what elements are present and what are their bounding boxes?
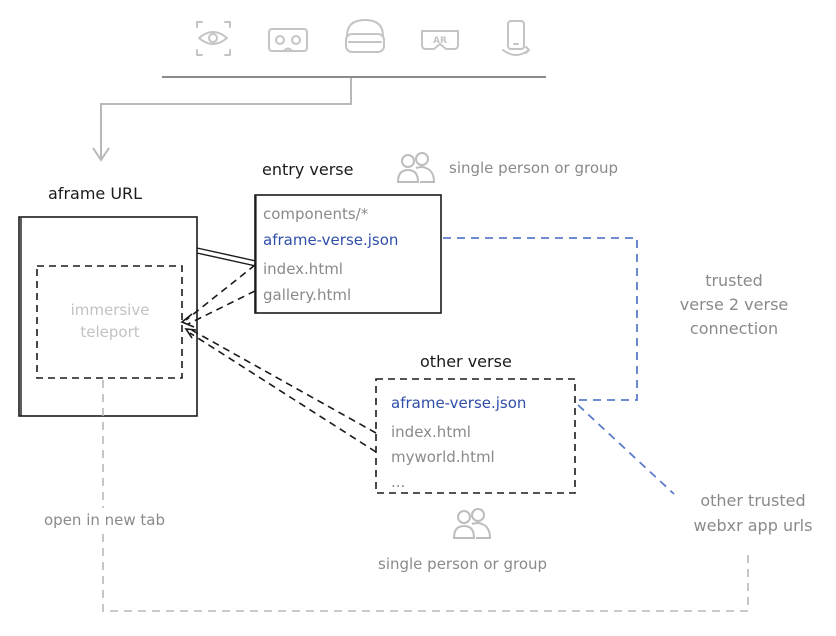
other-myworld-teleport-arrow xyxy=(189,332,377,453)
trusted-label-line1: trusted xyxy=(705,271,763,290)
entry-group-label: single person or group xyxy=(449,159,618,177)
aframe-entry-link xyxy=(196,247,257,267)
immersive-label-line2: teleport xyxy=(80,323,139,341)
open-new-tab-label: open in new tab xyxy=(44,511,165,529)
other-file-index[interactable]: index.html xyxy=(391,423,471,441)
immersive-label-line1: immersive xyxy=(71,301,150,319)
group-people-icon xyxy=(396,152,436,183)
aframe-url-title: aframe URL xyxy=(48,184,142,203)
entry-gallery-teleport-arrow xyxy=(187,290,256,325)
other-apps-label-line2: webxr app urls xyxy=(694,516,813,535)
device-icons-row: AR xyxy=(196,19,530,56)
other-apps-link xyxy=(577,404,675,495)
svg-text:AR: AR xyxy=(433,36,447,46)
other-file-more: ... xyxy=(391,473,405,491)
trusted-label-line3: connection xyxy=(690,319,778,338)
teleport-arrowhead xyxy=(180,313,195,328)
trusted-label-line2: verse 2 verse xyxy=(680,295,789,314)
other-teleport-arrowhead xyxy=(184,328,197,339)
cardboard-vr-icon xyxy=(268,28,308,52)
entry-file-gallery[interactable]: gallery.html xyxy=(263,286,351,304)
other-group-label: single person or group xyxy=(378,555,547,573)
eye-scan-icon xyxy=(196,21,231,56)
icons-connector-arrowhead xyxy=(92,147,110,162)
group-people-icon xyxy=(452,508,492,539)
vr-headset-icon xyxy=(345,19,385,53)
other-file-manifest[interactable]: aframe-verse.json xyxy=(391,394,526,412)
phone-rotate-icon xyxy=(502,20,530,56)
ar-glasses-icon: AR xyxy=(421,30,459,50)
immersive-teleport-box xyxy=(36,265,183,379)
other-verse-box xyxy=(375,378,576,494)
trusted-connection-line xyxy=(443,237,638,401)
open-new-tab-line xyxy=(102,380,749,612)
other-index-teleport-arrow xyxy=(187,327,377,434)
aframe-url-box xyxy=(18,216,198,417)
entry-file-index[interactable]: index.html xyxy=(263,260,343,278)
other-file-myworld[interactable]: myworld.html xyxy=(391,448,495,466)
entry-verse-title: entry verse xyxy=(262,160,353,179)
open-new-tab-label-bg xyxy=(40,508,200,532)
icons-connector xyxy=(100,78,352,158)
entry-verse-box xyxy=(254,194,442,314)
entry-file-components: components/* xyxy=(263,205,369,223)
other-verse-title: other verse xyxy=(420,352,512,371)
other-apps-label-line1: other trusted xyxy=(700,491,805,510)
entry-file-manifest[interactable]: aframe-verse.json xyxy=(263,231,398,249)
entry-index-teleport-arrow xyxy=(185,264,256,321)
